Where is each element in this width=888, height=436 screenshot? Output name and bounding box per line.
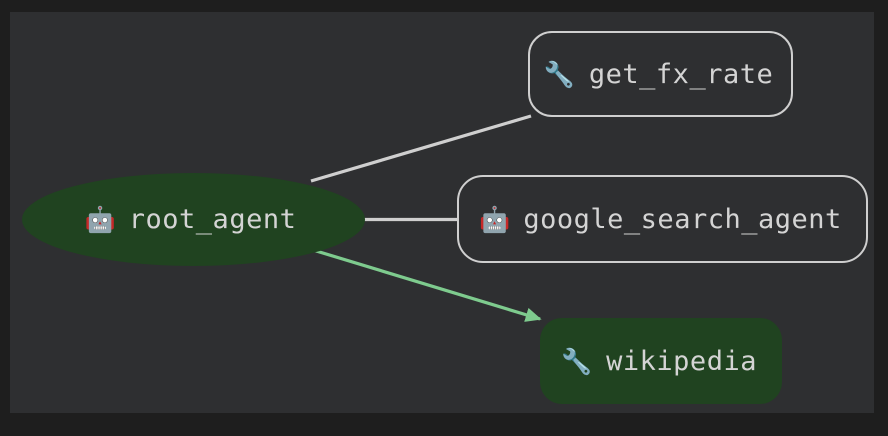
robot-icon: 🤖 (479, 204, 511, 234)
graph-node-get-fx-rate[interactable]: 🔧 get_fx_rate (528, 31, 793, 117)
robot-icon: 🤖 (84, 205, 116, 234)
graph-node-label: wikipedia (606, 345, 757, 377)
graph-node-root-agent[interactable]: 🤖 root_agent (22, 173, 365, 266)
graph-node-label: google_search_agent (523, 203, 842, 235)
graph-node-label: get_fx_rate (588, 58, 774, 90)
graph-node-wikipedia[interactable]: 🔧 wikipedia (540, 318, 782, 404)
graph-node-google-search-agent[interactable]: 🤖 google_search_agent (457, 175, 868, 263)
graph-node-label: root_agent (128, 204, 297, 235)
wrench-icon: 🔧 (561, 346, 593, 376)
wrench-icon: 🔧 (543, 59, 575, 89)
